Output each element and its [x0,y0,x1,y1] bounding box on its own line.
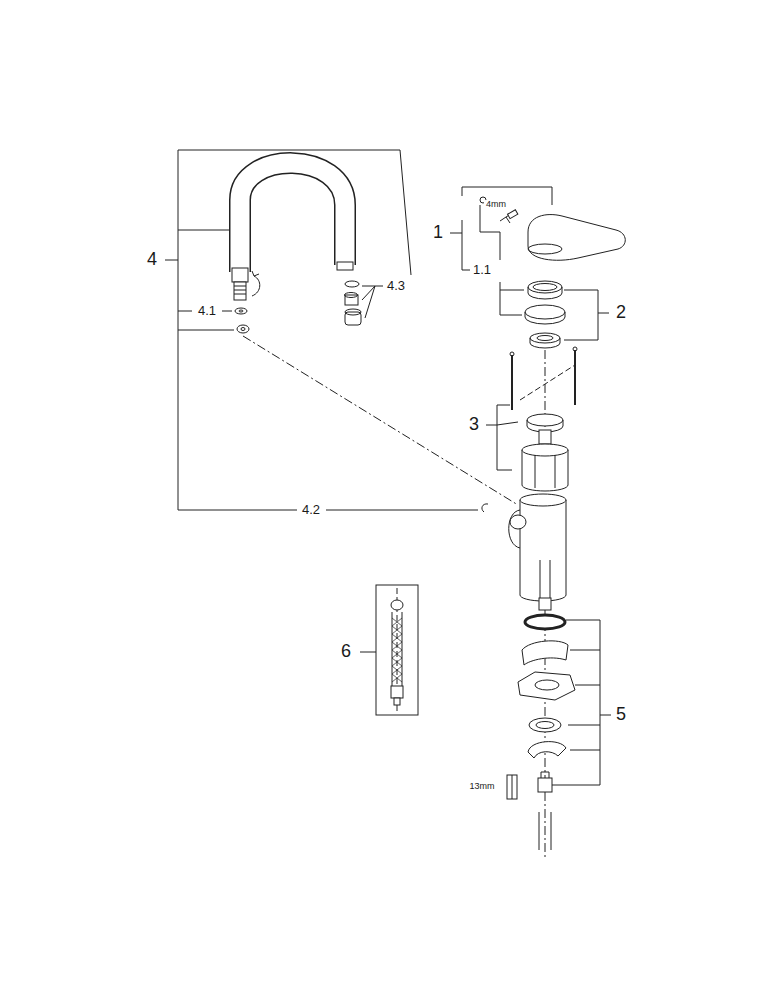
callout-number: 2 [614,303,628,323]
callout-number: 3 [467,415,481,435]
callout-number: 1.1 [471,263,493,277]
callout-number: 13mm [467,782,496,792]
callout-number: 4 [145,250,159,270]
callout-number: 4mm [484,200,508,210]
callout-number: 4.3 [385,279,407,293]
callout-number: 5 [614,705,628,725]
callout-number: 6 [339,642,353,662]
callout-number: 4.2 [300,503,322,517]
callout-number: 4.1 [196,304,218,318]
callout-number: 1 [431,223,445,243]
